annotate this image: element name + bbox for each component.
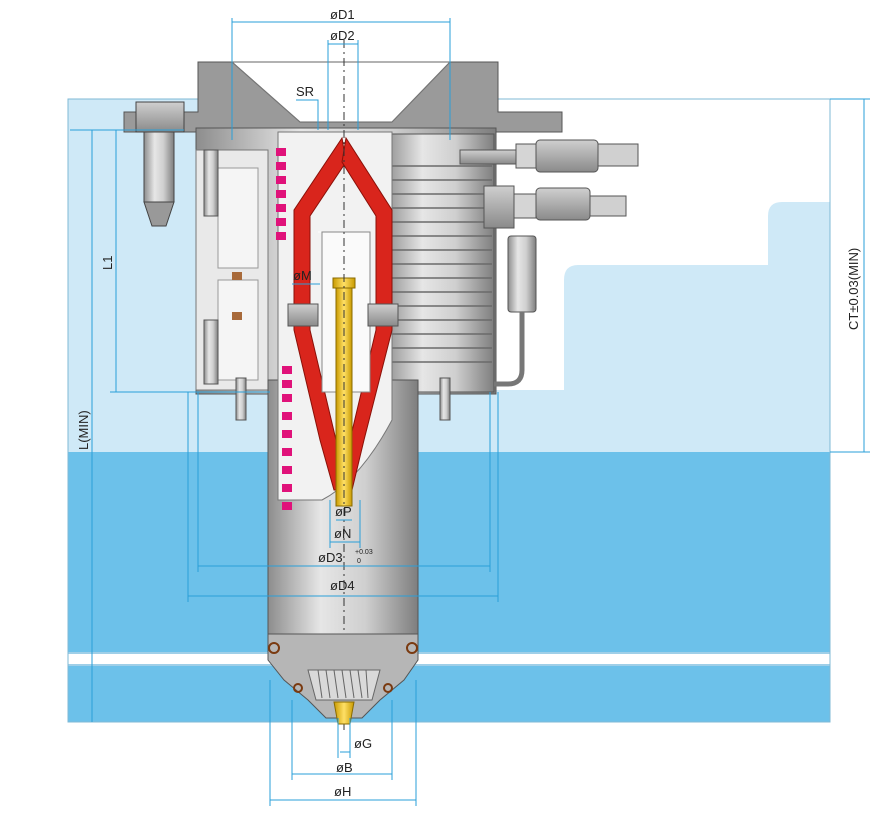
label-l-min: L(MIN) [76,410,91,450]
label-ct: CT±0.03(MIN) [846,248,861,330]
label-d4: øD4 [330,578,355,593]
thermocouple-segments [276,148,292,510]
dimension-lines [70,18,870,806]
label-p: øP [335,504,352,519]
o-ring-right [406,642,418,654]
mounting-bolt [135,101,185,227]
cavity-plate [68,452,830,652]
label-d3-tol-upper: +0.03 [355,549,373,556]
wire-connector-top [459,139,639,173]
thermocouple-lead [494,235,537,387]
label-sr: SR [296,84,314,99]
label-b: øB [336,760,353,775]
label-d2: øD2 [330,28,355,43]
label-m: øM [293,268,312,283]
nozzle-assembly [123,40,639,730]
label-d1: øD1 [330,7,355,22]
lower-plate [68,666,830,722]
label-g: øG [354,736,372,751]
label-d3: øD3 [318,550,343,565]
label-d3-tol-lower: 0 [357,558,361,565]
label-n: øN [334,526,351,541]
top-plate-cutout [410,99,830,390]
gate-tip [333,701,355,725]
parting-gap [68,652,830,666]
dimension-labels: øD1 øD2 SR L1 L(MIN) CT±0.03(MIN) øM øP … [76,7,861,799]
wire-connector-bottom [483,185,627,229]
label-l1: L1 [100,256,115,270]
o-ring-left [268,642,280,654]
cooling-fins [383,133,495,393]
label-h: øH [334,784,351,799]
